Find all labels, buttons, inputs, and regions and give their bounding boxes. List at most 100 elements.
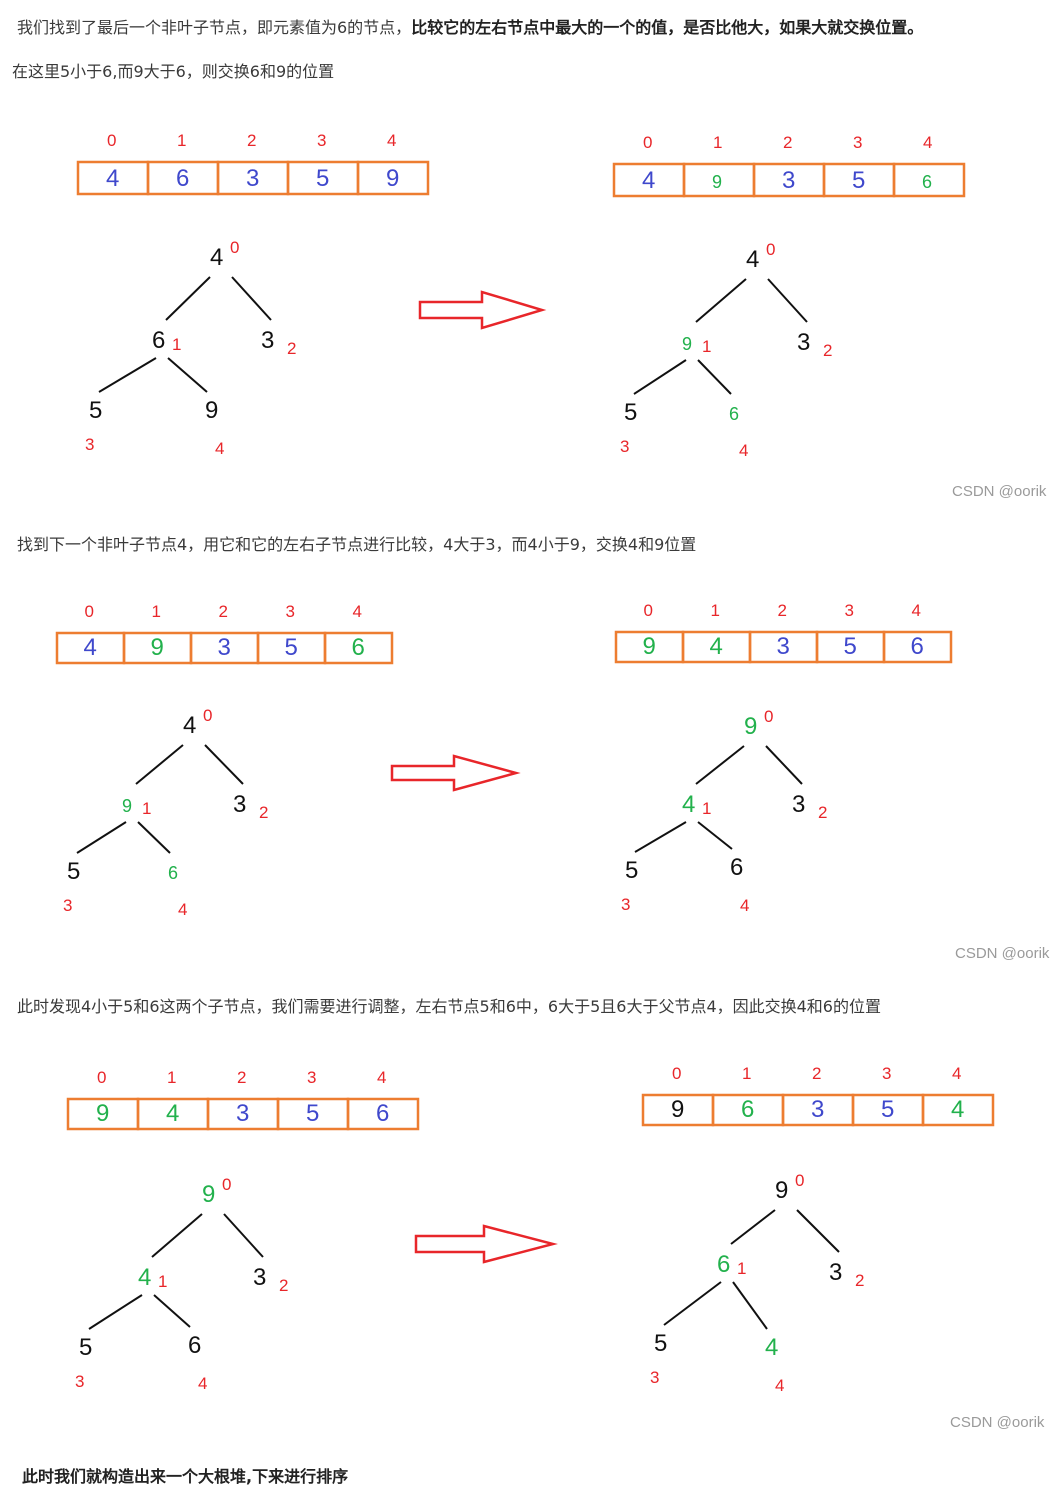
- array-index-label: 0: [643, 133, 652, 152]
- tree-node-value: 6: [717, 1251, 730, 1278]
- tree-node-value: 3: [233, 791, 246, 818]
- tree-node-value: 4: [183, 712, 196, 739]
- array-index-label: 4: [387, 131, 396, 150]
- tree-node-index: 3: [85, 435, 94, 454]
- tree-node-value: 6: [188, 1332, 201, 1359]
- tree-edge: [634, 821, 687, 853]
- tree-node-index: 2: [259, 803, 268, 822]
- array-cell: [356, 160, 430, 196]
- tree-node-value: 9: [682, 334, 692, 354]
- tree-node-index: 4: [740, 896, 749, 915]
- tree-node-value: 5: [67, 858, 80, 885]
- tree-node-value: 5: [79, 1334, 92, 1361]
- array-index-label: 3: [286, 602, 295, 621]
- array-index-label: 3: [882, 1064, 891, 1083]
- array-cell-value: 6: [376, 1100, 389, 1127]
- array-index-label: 4: [923, 133, 932, 152]
- tree-node-value: 4: [138, 1264, 151, 1291]
- tree-node-value: 6: [168, 863, 178, 883]
- array-cell-value: 3: [218, 634, 231, 661]
- tree-edge: [697, 359, 732, 395]
- array-index-label: 1: [167, 1068, 176, 1087]
- tree-edge: [135, 744, 184, 785]
- tree-node-value: 3: [253, 1264, 266, 1291]
- tree-node-value: 5: [654, 1330, 667, 1357]
- tree-node-value: 6: [730, 854, 743, 881]
- array-index-label: 2: [247, 131, 256, 150]
- array-index-label: 4: [952, 1064, 961, 1083]
- tree-node-value: 4: [682, 791, 695, 818]
- tree-edge: [151, 1213, 203, 1258]
- array-cell-value: 6: [922, 172, 932, 192]
- tree-edge: [767, 278, 808, 323]
- array-cell-value: 3: [782, 167, 795, 194]
- tree-edge: [732, 1281, 768, 1330]
- tree-edge: [663, 1281, 722, 1326]
- array-index-label: 1: [711, 601, 720, 620]
- tree-node-index: 1: [702, 799, 711, 818]
- array-index-label: 3: [317, 131, 326, 150]
- array-cell-value: 6: [352, 634, 365, 661]
- paragraph-step3: 此时发现4小于5和6这两个子节点，我们需要进行调整，左右节点5和6中，6大于5且…: [17, 997, 881, 1016]
- intro-bold-text: 比较它的左右节点中最大的一个的值，是否比他大，如果大就交换位置。: [411, 18, 924, 37]
- array-index-label: 2: [237, 1068, 246, 1087]
- tree-node-value: 3: [261, 327, 274, 354]
- tree-node-value: 4: [210, 244, 223, 271]
- tree-node-value: 6: [729, 404, 739, 424]
- tree-node-index: 3: [621, 895, 630, 914]
- tree-edge: [98, 357, 157, 393]
- paragraph-step1-note: 在这里5小于6,而9大于6，则交换6和9的位置: [12, 62, 335, 81]
- array-index-label: 2: [778, 601, 787, 620]
- tree-node-value: 5: [625, 857, 638, 884]
- paragraph-intro: 我们找到了最后一个非叶子节点，即元素值为6的节点，比较它的左右节点中最大的一个的…: [17, 18, 923, 38]
- tree-node-value: 4: [765, 1334, 778, 1361]
- tree-node-index: 0: [766, 240, 775, 259]
- array-index-label: 3: [307, 1068, 316, 1087]
- csdn-watermark: CSDN @oorik: [955, 945, 1050, 962]
- tree-edge: [165, 276, 211, 321]
- tree-node-value: 9: [775, 1177, 788, 1204]
- array-cell: [882, 630, 953, 664]
- array-cell-value: 9: [712, 172, 722, 192]
- array-index-label: 0: [107, 131, 116, 150]
- array-index-label: 2: [812, 1064, 821, 1083]
- array-cell-value: 9: [151, 634, 164, 661]
- array-cell-value: 9: [643, 633, 656, 660]
- array-cell-value: 5: [316, 165, 329, 192]
- array-cell-value: 9: [386, 165, 399, 192]
- tree-node-index: 2: [823, 341, 832, 360]
- array-index-label: 3: [845, 601, 854, 620]
- array-cell-value: 4: [166, 1100, 179, 1127]
- array-cell: [346, 1097, 420, 1131]
- tree-node-index: 2: [287, 339, 296, 358]
- paragraph-step2: 找到下一个非叶子节点4，用它和它的左右子节点进行比较，4大于3，而4小于9，交换…: [17, 535, 697, 554]
- array-cell-value: 5: [881, 1096, 894, 1123]
- tree-node-index: 4: [215, 439, 224, 458]
- tree-node-value: 3: [797, 329, 810, 356]
- array-index-label: 0: [85, 602, 94, 621]
- tree-edge: [765, 745, 803, 785]
- tree-edge: [167, 357, 208, 393]
- array-cell-value: 4: [642, 167, 655, 194]
- array-index-label: 2: [219, 602, 228, 621]
- tree-node-index: 0: [222, 1175, 231, 1194]
- array-cell-value: 5: [285, 634, 298, 661]
- tree-node-value: 9: [205, 397, 218, 424]
- array-cell-value: 3: [811, 1096, 824, 1123]
- tree-node-value: 5: [624, 399, 637, 426]
- tree-node-index: 2: [855, 1271, 864, 1290]
- tree-node-index: 4: [739, 441, 748, 460]
- csdn-watermark: CSDN @oorik: [950, 1414, 1045, 1431]
